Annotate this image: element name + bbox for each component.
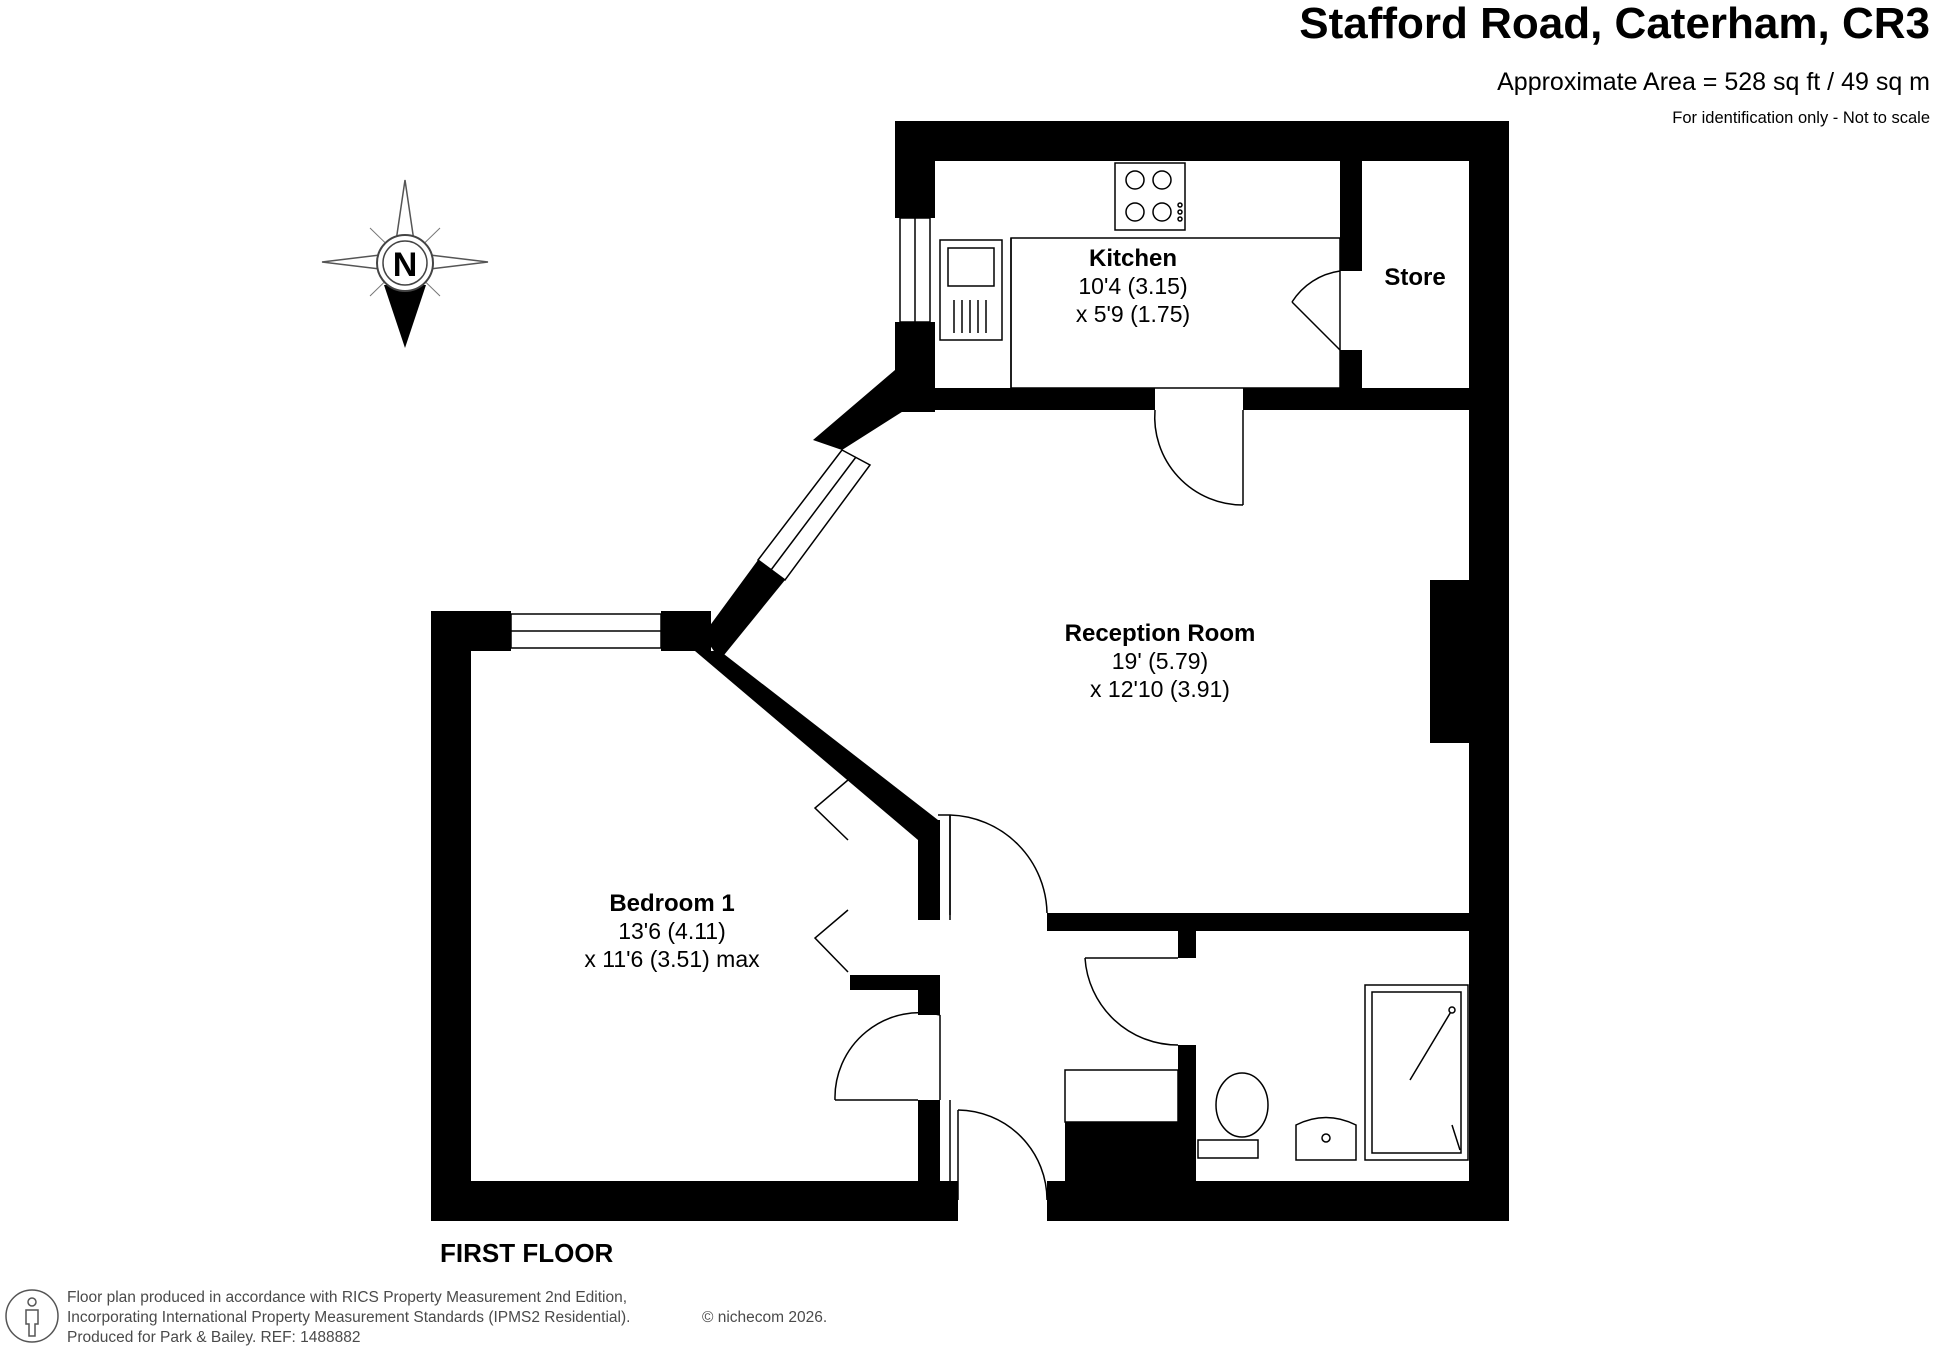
toilet-icon bbox=[1197, 1072, 1269, 1159]
footer-copyright: © nichecom 2026. bbox=[702, 1309, 827, 1326]
bedroom-dim1: 13'6 (4.11) bbox=[618, 918, 726, 944]
kitchen-dim2: x 5'9 (1.75) bbox=[1076, 301, 1190, 327]
kitchen-dim1: 10'4 (3.15) bbox=[1078, 273, 1187, 299]
approximate-area: Approximate Area = 528 sq ft / 49 sq m bbox=[1497, 68, 1930, 96]
property-title: Stafford Road, Caterham, CR3 bbox=[1299, 0, 1930, 48]
scale-note: For identification only - Not to scale bbox=[1672, 109, 1930, 127]
compass-icon: N bbox=[321, 179, 489, 348]
sink-icon bbox=[939, 239, 1003, 341]
floor-label: FIRST FLOOR bbox=[440, 1238, 614, 1268]
footer-line-1: Floor plan produced in accordance with R… bbox=[67, 1289, 627, 1306]
shower-icon bbox=[1364, 984, 1469, 1161]
windows bbox=[510, 217, 931, 649]
reception-dim1: 19' (5.79) bbox=[1112, 648, 1208, 674]
footer-line-2: Incorporating International Property Mea… bbox=[67, 1309, 630, 1326]
footer-line-3: Produced for Park & Bailey. REF: 1488882 bbox=[67, 1329, 361, 1346]
bedroom-dim2: x 11'6 (3.51) max bbox=[584, 946, 760, 972]
bedroom-name: Bedroom 1 bbox=[609, 890, 734, 917]
reception-name: Reception Room bbox=[1065, 620, 1256, 647]
hob-icon bbox=[1114, 162, 1186, 231]
doors bbox=[813, 270, 1341, 1201]
store-name: Store bbox=[1384, 264, 1445, 291]
reception-dim2: x 12'10 (3.91) bbox=[1090, 676, 1230, 702]
interior-lines bbox=[938, 237, 1341, 1200]
kitchen-name: Kitchen bbox=[1089, 245, 1177, 272]
walls bbox=[431, 121, 1509, 1221]
basin-icon bbox=[1295, 1116, 1357, 1161]
person-icon bbox=[5, 1289, 59, 1343]
compass-north-label: N bbox=[393, 246, 418, 284]
